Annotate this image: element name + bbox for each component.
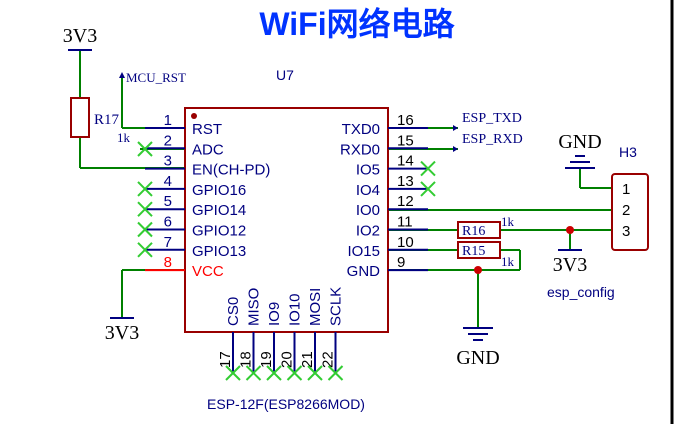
net-label-esp-rxd: ESP_RXD [462,132,523,147]
pin-name-left: VCC [192,263,224,280]
chip-ref: U7 [276,67,294,83]
pin-number-right: 12 [397,193,414,210]
svg-text:1k: 1k [117,130,131,145]
no-connect-icon [137,221,153,238]
svg-text:GND: GND [558,131,601,153]
pin-number-left: 6 [164,214,172,231]
resistor-r16: R16 1k [457,214,515,239]
header-pin-number: 2 [622,202,630,219]
pin-number-right: 14 [397,153,414,170]
net-label-esp-txd: ESP_TXD [462,111,522,126]
pin-name-left: RST [192,121,222,138]
header-h3: H3 esp_config 1 2 3 [547,144,649,300]
no-connect-icon [137,201,153,217]
no-connect-icon [245,365,262,381]
diagram-title: WiFi网络电路 [259,6,455,42]
pin-number-left: 8 [164,254,172,271]
chip-part-name: ESP-12F(ESP8266MOD) [207,396,365,412]
net-arrow-icon [453,125,458,131]
pin-number-right: 15 [397,132,414,149]
svg-text:esp_config: esp_config [547,284,615,300]
net-arrow-icon [453,146,458,152]
pin-name-left: ADC [192,141,224,158]
resistor-r15: R15 1k [457,241,515,269]
junction-dot [566,226,574,234]
no-connect-icon [225,365,241,381]
net-label-mcu-rst: MCU_RST [126,70,186,85]
pin-number-left: 3 [164,153,172,170]
pin-name-right: TXD0 [342,121,380,138]
pin-name-right: IO0 [356,202,380,219]
pin-name-bottom: CS0 [225,297,242,326]
ground-symbol-top: GND [558,131,602,169]
no-connect-icon [327,365,344,381]
svg-text:1k: 1k [501,214,515,229]
pin-number-right: 9 [397,254,405,271]
pin-number-right: 10 [397,234,414,251]
pin-number-left: 5 [164,193,172,210]
pin-name-left: GPIO12 [192,223,246,240]
svg-text:3V3: 3V3 [553,254,587,276]
pin-number-bottom: 20 [279,351,296,368]
svg-text:1k: 1k [501,254,515,269]
no-connect-icon [286,365,303,381]
svg-text:GND: GND [456,347,499,369]
pin-number-right: 11 [397,214,413,231]
resistor-r17: R17 1k [70,97,131,145]
no-connect-icon [266,365,282,381]
pin-number-left: 2 [164,132,172,149]
ground-symbol-center: GND [456,327,500,369]
pin-number-bottom: 18 [238,351,255,368]
no-connect-icon [137,141,153,157]
pin-name-left: GPIO13 [192,243,246,260]
pin-name-bottom: MISO [246,288,263,326]
pin-name-bottom: IO9 [266,302,283,326]
no-connect-icon [420,181,436,197]
junction-dot [474,266,482,274]
svg-text:R15: R15 [462,244,485,259]
svg-text:3V3: 3V3 [105,322,139,344]
pin-number-bottom: 17 [217,351,234,368]
pin-number-bottom: 19 [258,351,275,368]
pin-name-bottom: MOSI [307,288,324,326]
pin-name-left: GPIO16 [192,182,246,199]
pin-number-left: 1 [164,112,172,129]
pin-name-right: IO15 [347,243,380,260]
pin-name-bottom: SCLK [328,287,345,326]
power-3v3-top: 3V3 [63,25,97,51]
pin-number-right: 13 [397,173,414,190]
pin-number-left: 4 [164,173,172,190]
header-pin-number: 1 [622,181,630,198]
net-arrow-icon [119,72,125,78]
pin-name-right: RXD0 [340,141,380,158]
svg-text:3V3: 3V3 [63,25,97,47]
pin-number-bottom: 22 [320,351,337,368]
no-connect-icon [137,242,153,258]
no-connect-icon [420,160,436,177]
pin-number-left: 7 [164,234,172,251]
pin-name-left: GPIO14 [192,202,246,219]
power-3v3-right: 3V3 [553,249,587,276]
pin-number-bottom: 21 [299,351,316,368]
pin-name-right: IO5 [356,162,380,179]
pin-name-right: IO2 [356,223,380,240]
svg-text:H3: H3 [619,144,637,160]
svg-text:R17: R17 [94,112,120,128]
header-pin-number: 3 [622,223,630,240]
no-connect-icon [137,181,153,197]
pin-number-right: 16 [397,112,414,129]
svg-text:R16: R16 [462,224,485,239]
power-3v3-bottom: 3V3 [105,317,139,344]
pin-name-right: IO4 [356,182,380,199]
no-connect-icon [307,365,323,381]
pin-name-bottom: IO10 [287,293,304,326]
pin-name-right: GND [347,263,381,280]
pin-name-left: EN(CH-PD) [192,162,270,179]
